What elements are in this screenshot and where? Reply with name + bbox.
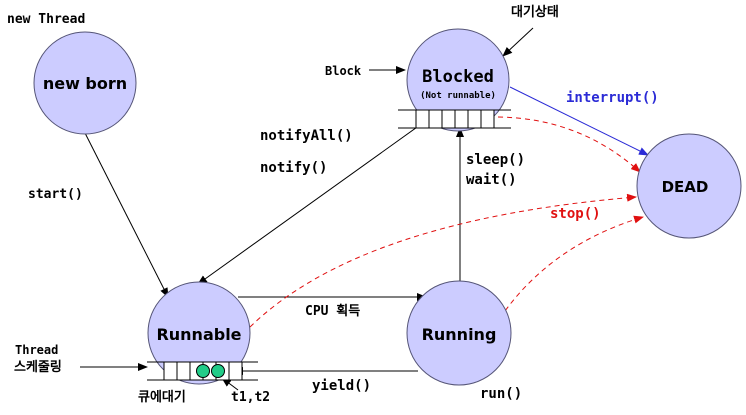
blocked-queue: [398, 109, 511, 129]
notify-arrow: [197, 124, 421, 285]
queue-wait-label: 큐에대기: [138, 389, 186, 405]
yield-label: yield(): [312, 378, 371, 394]
t1t2-label: t1,t2: [231, 390, 270, 405]
queue-token-t2: [211, 364, 225, 378]
cpu-acquire-label: CPU 획득: [305, 303, 360, 319]
state-newborn-label: new born: [43, 74, 127, 93]
thread-label: Thread: [15, 343, 58, 357]
scheduling-label: 스케줄링: [14, 360, 62, 375]
state-runnable-label: Runnable: [156, 325, 241, 344]
stop-label: stop(): [550, 206, 601, 222]
state-running-label: Running: [422, 325, 497, 344]
start-arrow: [84, 132, 169, 298]
state-runnable: [147, 281, 251, 385]
block-label: Block: [325, 64, 362, 78]
interrupt-arrow: [509, 86, 649, 156]
notify-label: notify(): [260, 160, 327, 176]
state-newborn: [33, 31, 137, 135]
state-dead: [636, 133, 742, 239]
state-blocked: [406, 28, 510, 132]
run-label: run(): [480, 386, 522, 402]
waiting-state-label: 대기상태: [511, 5, 559, 20]
notify-all-label: notifyAll(): [260, 128, 353, 144]
stop-arrow-from-blocked: [497, 116, 641, 173]
state-running: [406, 280, 512, 386]
state-dead-label: DEAD: [662, 178, 709, 196]
start-label: start(): [28, 187, 83, 202]
sleep-label: sleep(): [466, 152, 525, 168]
stop-arrow-from-running: [499, 215, 644, 319]
interrupt-label: interrupt(): [566, 90, 659, 106]
new-thread-label: new Thread: [7, 12, 85, 27]
state-blocked-label: Blocked: [422, 67, 494, 87]
queue-token-t1: [196, 364, 210, 378]
waiting-state-arrow: [502, 27, 534, 57]
stop-arrow-from-runnable: [249, 193, 637, 328]
wait-label: wait(): [466, 172, 517, 188]
state-blocked-sublabel: (Not runnable): [420, 91, 496, 101]
runnable-queue: [147, 361, 258, 381]
